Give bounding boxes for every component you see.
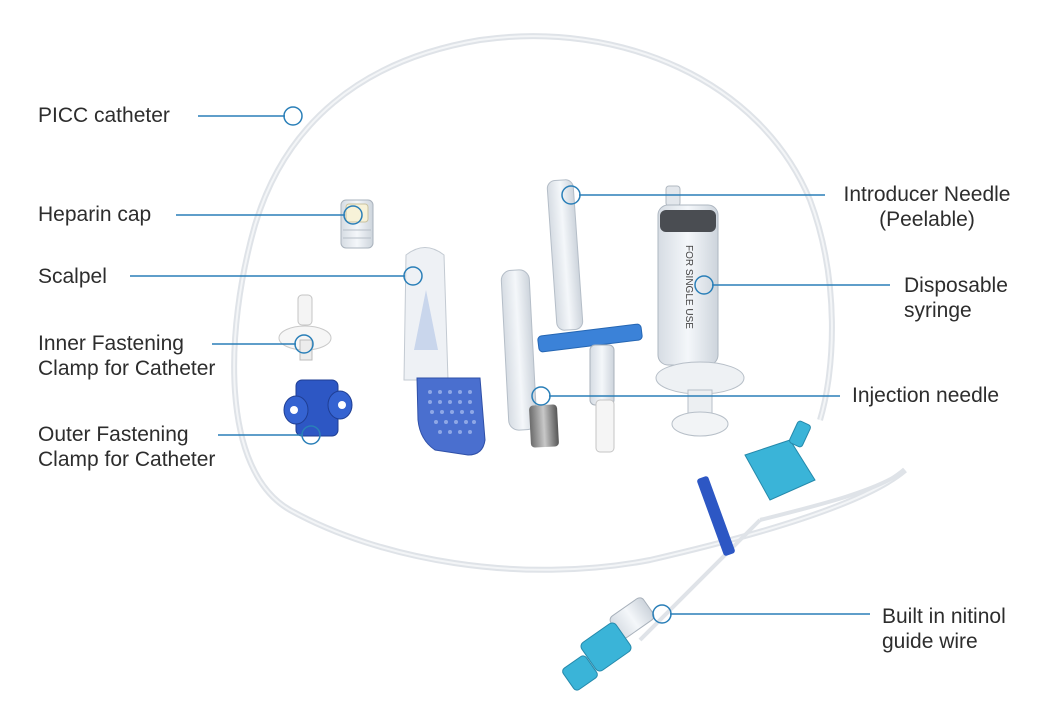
- callouts: [130, 106, 890, 624]
- introducer-needle-device: [537, 179, 643, 453]
- injection-needle-device: [500, 269, 559, 448]
- label-line: Outer Fastening: [38, 423, 189, 446]
- label-scalpel: Scalpel: [38, 264, 107, 289]
- label-line: Introducer Needle: [843, 183, 1011, 206]
- label-line: Heparin cap: [38, 203, 152, 226]
- label-disposable-syringe: Disposable syringe: [904, 273, 1008, 323]
- catheter-hub: [562, 420, 816, 691]
- callout-scalpel: [130, 266, 423, 286]
- callout-heparin: [176, 205, 363, 225]
- syringe-print: FOR SINGLE USE: [683, 245, 694, 329]
- label-line: Scalpel: [38, 265, 107, 288]
- callout-outer-clamp: [218, 425, 321, 445]
- label-line: PICC catheter: [38, 104, 170, 127]
- label-picc-catheter: PICC catheter: [38, 103, 170, 128]
- picc-catheter: [231, 33, 907, 573]
- heparin-cap: [340, 199, 374, 249]
- label-line: Built in nitinol: [882, 605, 1006, 628]
- label-line: Inner Fastening: [38, 332, 184, 355]
- label-introducer-needle: Introducer Needle (Peelable): [832, 182, 1022, 232]
- callout-syringe: [694, 275, 890, 295]
- label-line: (Peelable): [879, 208, 975, 231]
- scalpel: [403, 247, 486, 456]
- label-line: guide wire: [882, 630, 978, 653]
- label-inner-clamp: Inner Fastening Clamp for Catheter: [38, 331, 215, 381]
- label-line: syringe: [904, 299, 972, 322]
- callout-introducer: [561, 185, 825, 205]
- inner-fastening-clamp: [278, 294, 332, 361]
- label-line: Clamp for Catheter: [38, 448, 216, 471]
- label-injection-needle: Injection needle: [852, 383, 999, 408]
- label-guide-wire: Built in nitinol guide wire: [882, 604, 1006, 654]
- callout-picc: [198, 106, 303, 126]
- callout-inner-clamp: [212, 334, 314, 354]
- callout-injection: [531, 386, 840, 406]
- label-line: Clamp for Catheter: [38, 357, 216, 380]
- label-outer-clamp: Outer Fastening Clamp for Catheter: [38, 422, 215, 472]
- callout-guidewire: [652, 604, 870, 624]
- outer-fastening-clamp: [283, 379, 353, 437]
- label-line: Injection needle: [852, 384, 1000, 407]
- label-line: Disposable: [904, 274, 1008, 297]
- disposable-syringe: FOR SINGLE USE: [655, 185, 745, 437]
- label-heparin-cap: Heparin cap: [38, 202, 151, 227]
